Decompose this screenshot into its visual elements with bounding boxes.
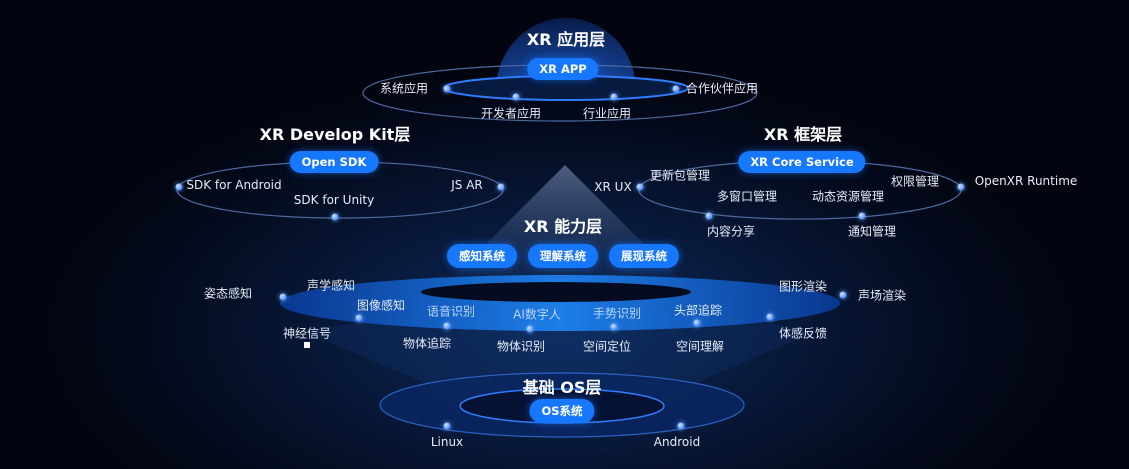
node-dot <box>610 93 618 101</box>
node-dot <box>443 422 451 430</box>
os-system-pill[interactable]: OS系统 <box>529 399 595 423</box>
node-dot <box>858 212 866 220</box>
capability-item: 物体识别 <box>496 339 546 354</box>
xr-core-service-pill[interactable]: XR Core Service <box>738 151 866 173</box>
framework-item: 权限管理 <box>890 174 940 189</box>
node-dot <box>512 93 520 101</box>
app-item: 合作伙伴应用 <box>685 81 759 96</box>
node-dot <box>443 322 451 330</box>
framework-item: 多窗口管理 <box>716 189 778 204</box>
node-dot <box>839 291 847 299</box>
capability-ring <box>280 275 840 331</box>
node-dot <box>677 422 685 430</box>
capability-item: 图形渲染 <box>778 279 828 294</box>
capability-item: 体感反馈 <box>778 326 828 341</box>
light-cone <box>300 300 820 440</box>
app-layer-title: XR 应用层 <box>526 30 606 49</box>
capability-item: 头部追踪 <box>673 303 723 318</box>
presentation-pill[interactable]: 展现系统 <box>609 244 679 268</box>
understanding-pill[interactable]: 理解系统 <box>528 244 598 268</box>
node-dot <box>443 85 451 93</box>
framework-item: 动态资源管理 <box>811 189 885 204</box>
node-dot <box>526 325 534 333</box>
capability-item: 空间定位 <box>582 339 632 354</box>
app-item: 行业应用 <box>582 106 632 121</box>
os-item: Linux <box>430 435 464 449</box>
capability-item: 语音识别 <box>426 304 476 319</box>
sdk-item: SDK for Unity <box>293 193 375 207</box>
capability-item: 声场渲染 <box>857 288 907 303</box>
capability-item: 手势识别 <box>592 306 642 321</box>
node-dot <box>497 183 505 191</box>
framework-title: XR 框架层 <box>763 125 843 144</box>
capability-item: AI数字人 <box>513 307 561 322</box>
node-dot <box>693 319 701 327</box>
framework-item: OpenXR Runtime <box>974 174 1078 188</box>
app-item: 开发者应用 <box>480 106 542 121</box>
capability-item: 图像感知 <box>356 298 406 313</box>
node-dot <box>331 213 339 221</box>
capability-item: 物体追踪 <box>402 336 452 351</box>
os-item: Android <box>653 435 701 449</box>
node-dot <box>636 183 644 191</box>
develop-kit-title: XR Develop Kit层 <box>259 125 411 144</box>
framework-item: 内容分享 <box>706 224 756 239</box>
capability-item: 姿态感知 <box>203 286 253 301</box>
node-dot <box>610 323 618 331</box>
node-dot <box>766 313 774 321</box>
app-item: 系统应用 <box>379 81 429 96</box>
perception-pill[interactable]: 感知系统 <box>447 244 517 268</box>
framework-item: 通知管理 <box>847 224 897 239</box>
sdk-item: SDK for Android <box>186 178 282 192</box>
capability-item: 空间理解 <box>675 339 725 354</box>
node-dot <box>175 183 183 191</box>
open-sdk-pill[interactable]: Open SDK <box>289 151 379 173</box>
capability-title: XR 能力层 <box>523 217 603 236</box>
capability-item: 声学感知 <box>306 278 356 293</box>
framework-item: 更新包管理 <box>649 168 711 183</box>
xr-app-pill[interactable]: XR APP <box>527 58 599 80</box>
sdk-item: JS AR <box>451 178 483 192</box>
node-dot <box>355 314 363 322</box>
node-dot <box>957 183 965 191</box>
os-layer-title: 基础 OS层 <box>522 378 602 397</box>
capability-item: 神经信号 <box>282 326 332 341</box>
node-dot <box>705 212 713 220</box>
node-dot <box>672 85 680 93</box>
plus-icon <box>304 342 310 348</box>
framework-item: XR UX <box>594 180 632 194</box>
node-dot <box>279 293 287 301</box>
